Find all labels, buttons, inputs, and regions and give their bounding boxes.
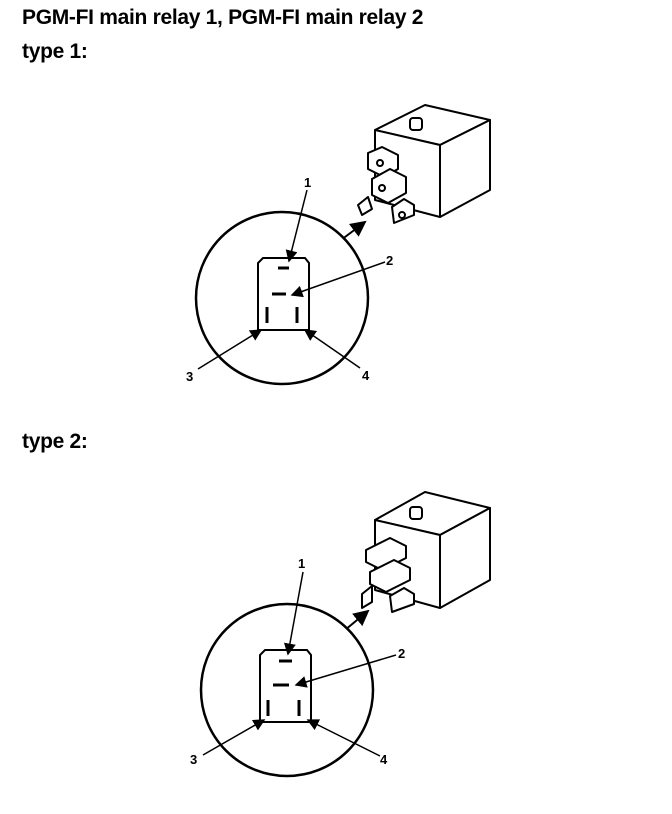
relay-type-2-diagram: 1 2 3 4 xyxy=(190,491,491,778)
relay-terminals xyxy=(361,537,415,613)
callout-2: 2 xyxy=(386,253,393,268)
type-2-label: type 2: xyxy=(22,430,88,453)
callout-1: 1 xyxy=(304,175,311,190)
callout-3: 3 xyxy=(186,369,193,384)
callout-3: 3 xyxy=(190,752,197,767)
relay-terminals xyxy=(357,146,415,224)
relay-type-1-diagram: 1 2 3 4 xyxy=(186,104,491,386)
callout-1: 1 xyxy=(298,556,305,571)
callout-4: 4 xyxy=(362,368,370,383)
type-1-label: type 1: xyxy=(22,40,88,63)
callout-4: 4 xyxy=(380,752,388,767)
connector-face xyxy=(259,649,312,723)
page-title: PGM-FI main relay 1, PGM-FI main relay 2 xyxy=(22,6,424,29)
connector-face xyxy=(257,257,310,331)
callout-2: 2 xyxy=(398,646,405,661)
